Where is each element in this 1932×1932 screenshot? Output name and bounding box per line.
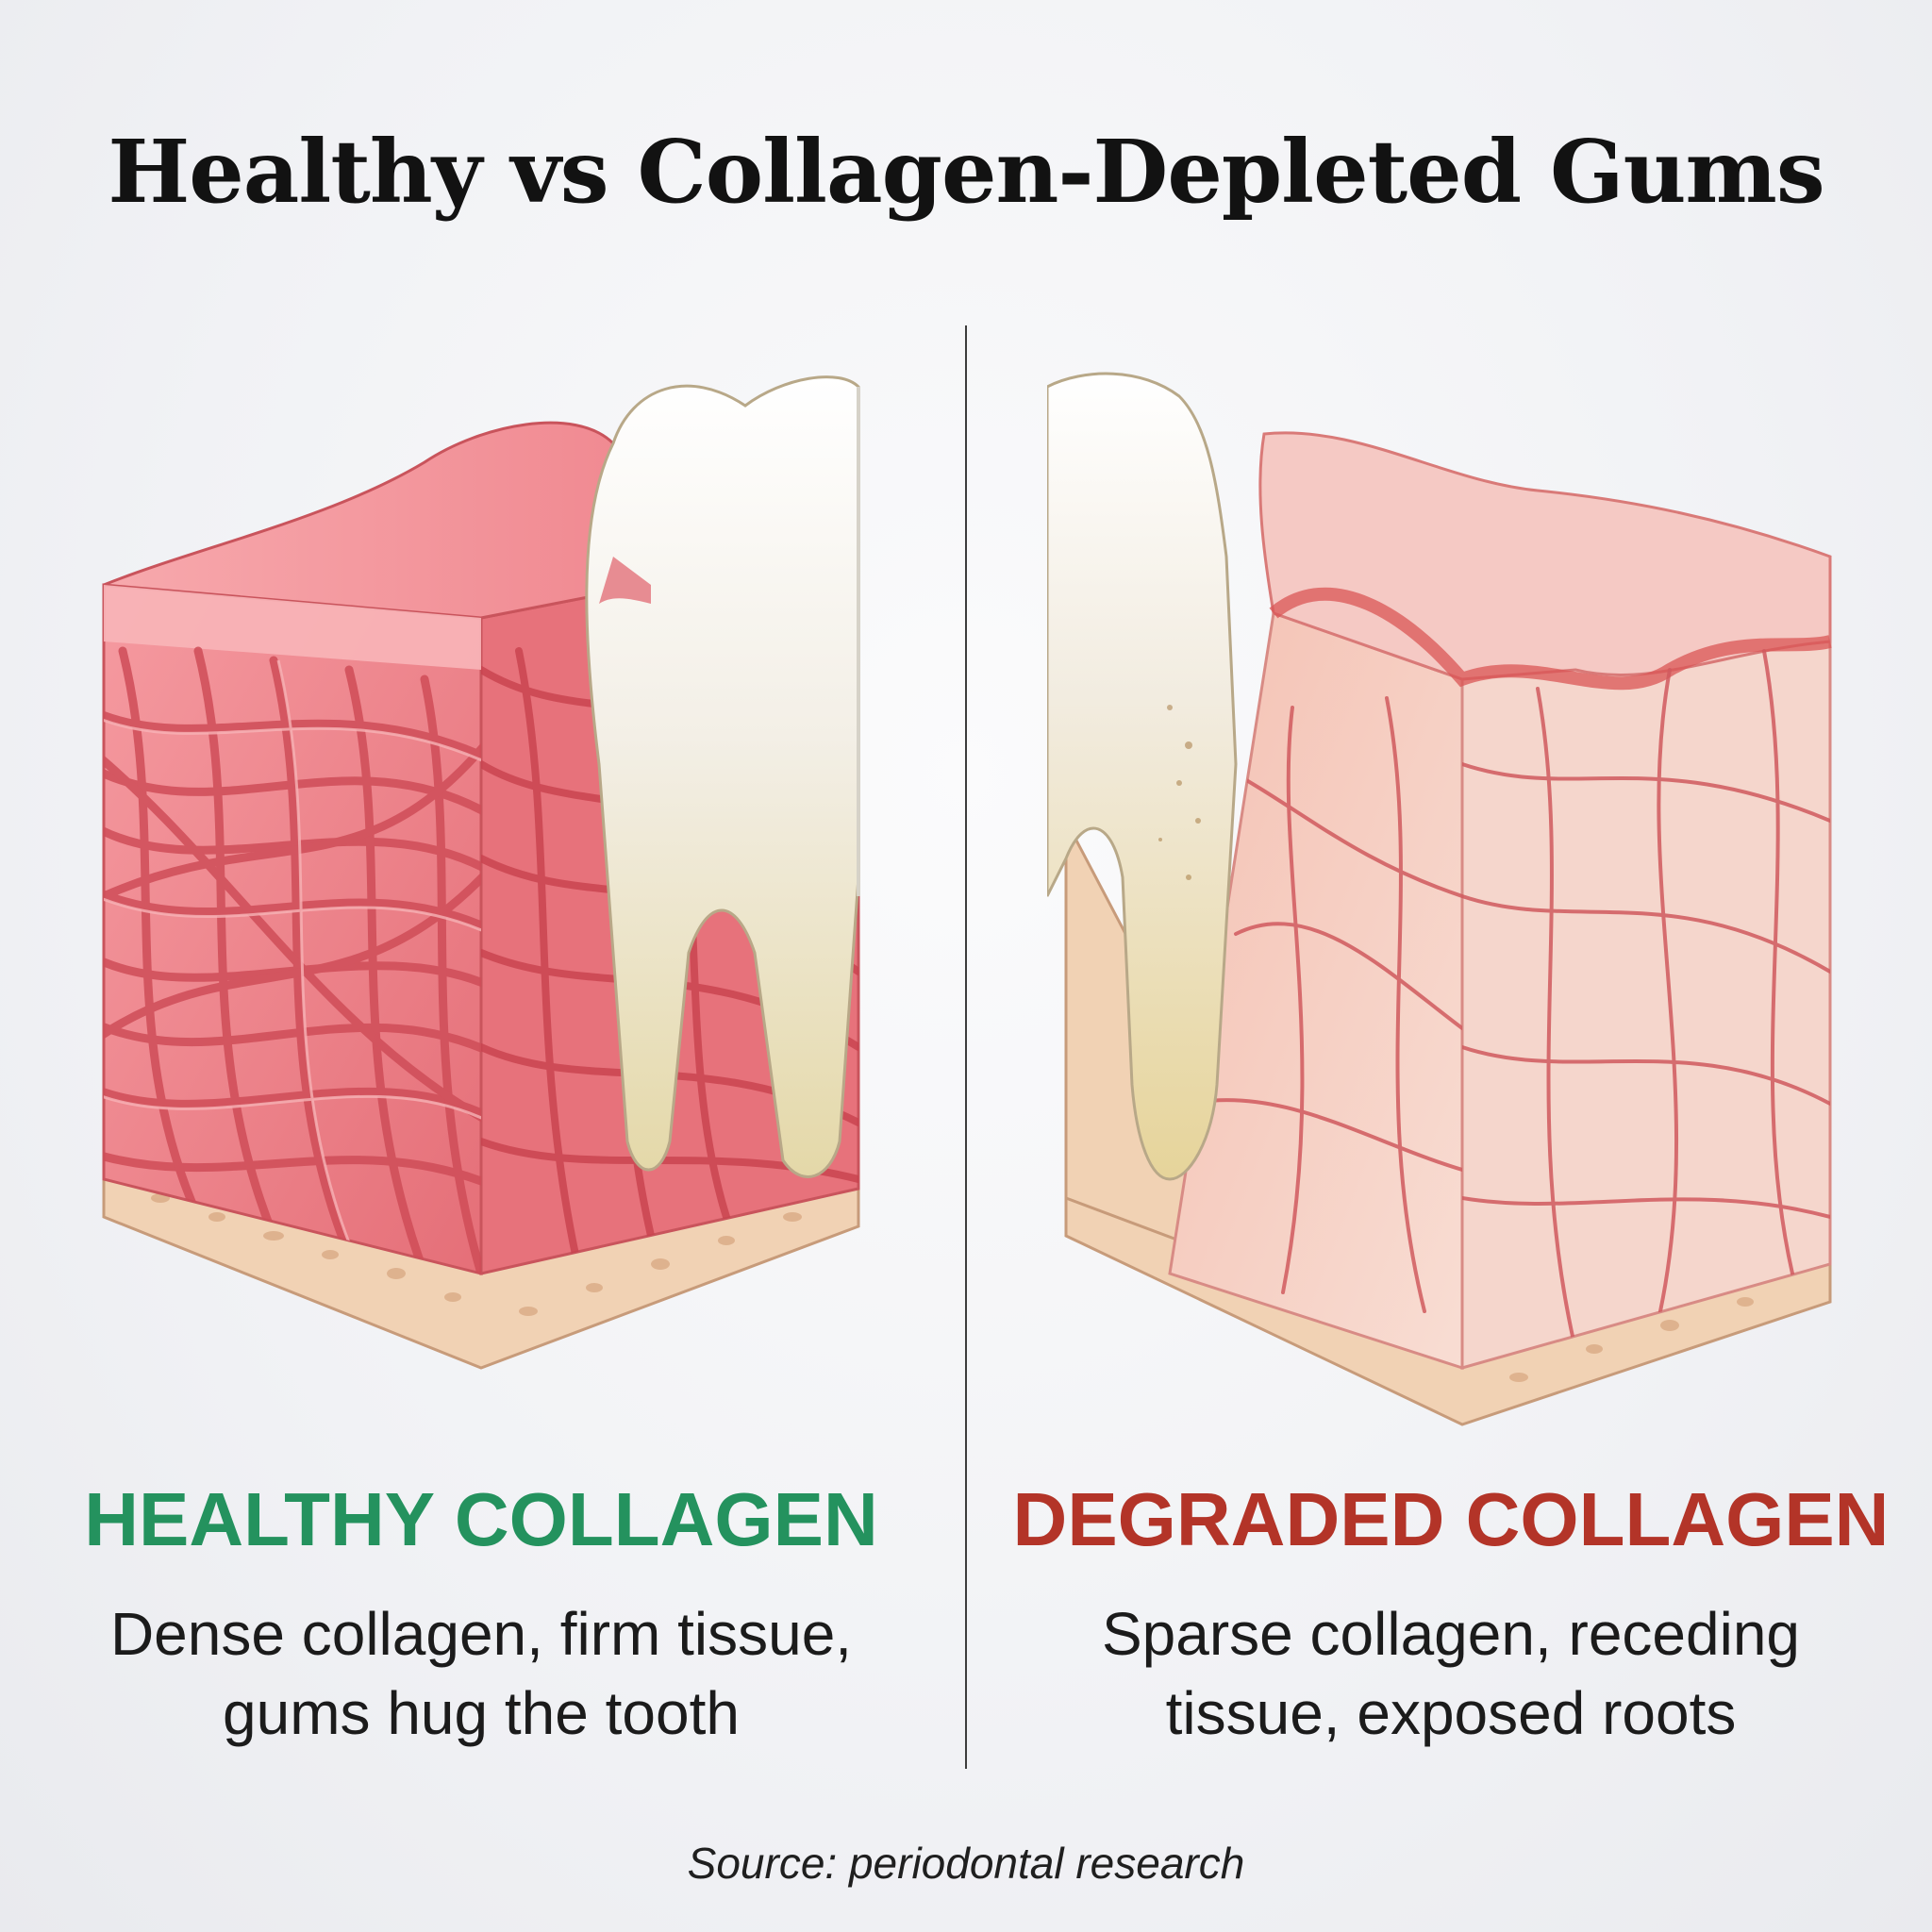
healthy-gum-illustration <box>102 375 860 1370</box>
gum-top-surface <box>103 421 653 620</box>
description-line: Sparse collagen, receding <box>1101 1600 1801 1668</box>
center-divider <box>965 325 967 1769</box>
tooth-exposed-root <box>1047 372 1238 1181</box>
description-line: tissue, exposed roots <box>1165 1679 1737 1747</box>
healthy-collagen-description: Dense collagen, firm tissue, gums hug th… <box>28 1594 934 1753</box>
healthy-collagen-heading: HEALTHY COLLAGEN <box>84 1477 878 1561</box>
degraded-collagen-description: Sparse collagen, receding tissue, expose… <box>998 1594 1904 1753</box>
page-title: Healthy vs Collagen-Depleted Gums <box>108 121 1824 223</box>
description-line: gums hug the tooth <box>223 1679 740 1747</box>
tooth <box>585 375 860 1178</box>
source-caption: Source: periodontal research <box>687 1839 1245 1888</box>
description-line: Dense collagen, firm tissue, <box>109 1600 853 1668</box>
degraded-gum-illustration <box>1047 372 1832 1426</box>
degraded-collagen-heading: DEGRADED COLLAGEN <box>1012 1477 1890 1561</box>
